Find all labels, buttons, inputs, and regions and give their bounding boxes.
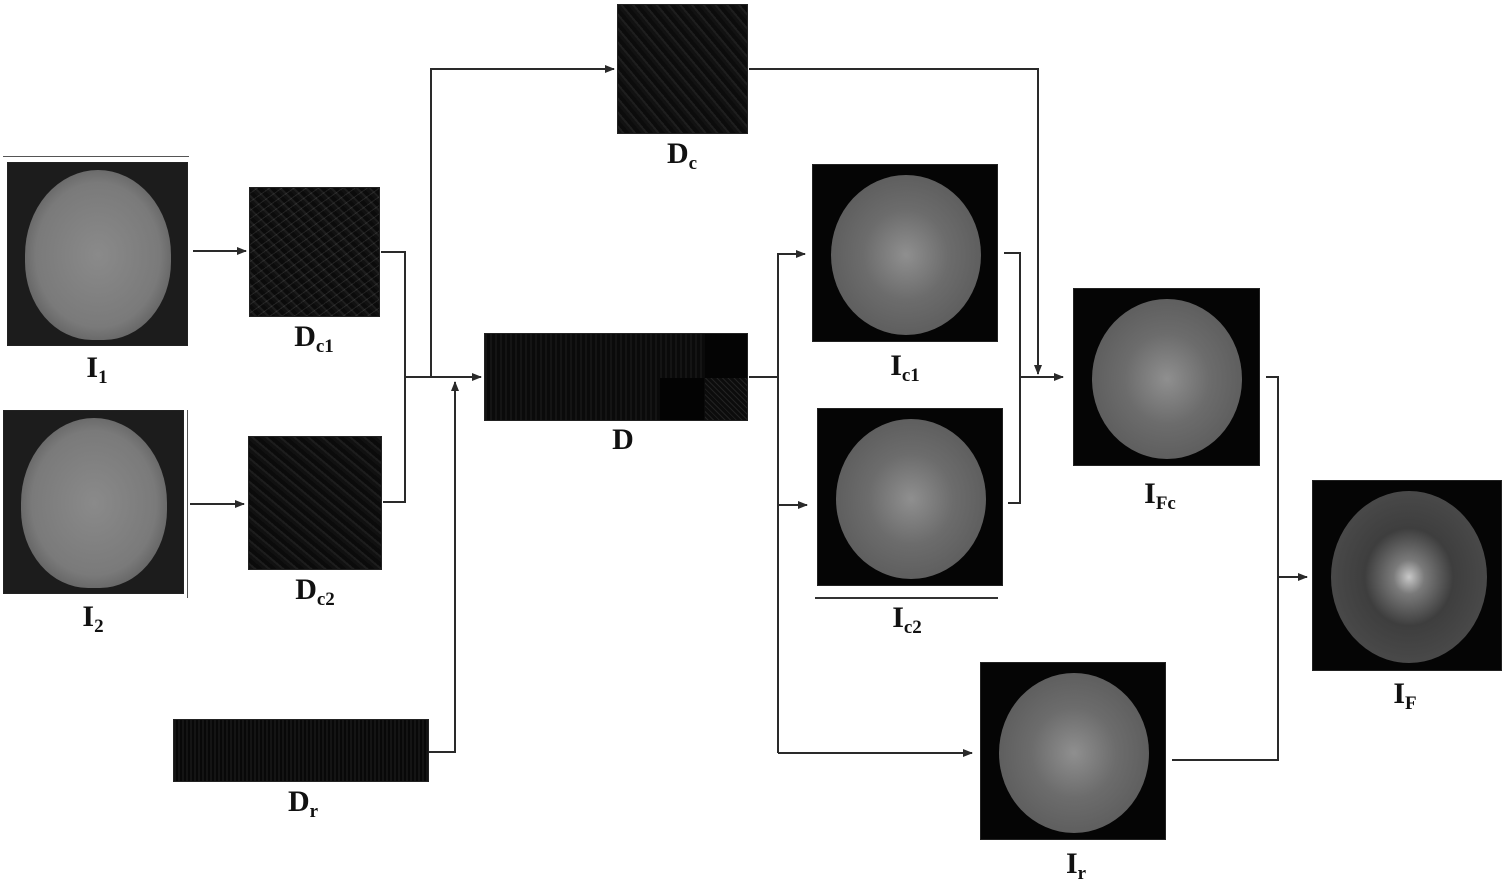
rule-above-i1 [3,156,189,157]
brain-scan-if [1331,491,1487,663]
image-ic1 [812,164,998,342]
brain-scan-ir [999,673,1149,833]
brain-scan-ic2 [836,419,986,579]
dictionary-dr [173,719,429,782]
edge-out-bracket [1172,376,1279,761]
label-dc: Dc [666,137,698,175]
edge-ic-bracket [1004,252,1021,504]
dictionary-dc2 [248,436,382,570]
label-ifc: IFc [1144,477,1176,515]
label-dc1: Dc1 [294,320,334,358]
label-ic1: Ic1 [890,349,920,387]
image-if [1312,480,1502,671]
label-dc2: Dc2 [295,573,335,611]
dictionary-dc [617,4,748,134]
label-dr: Dr [287,785,319,823]
label-i2: I2 [82,600,104,638]
image-ifc [1073,288,1260,466]
image-ir [980,662,1166,840]
rule-right-i2 [187,410,188,598]
image-ic2 [817,408,1003,586]
label-ir: Ir [1065,847,1087,885]
edge-dr-d [429,381,459,753]
label-if: IF [1393,677,1417,715]
edge-dc-bracket [381,251,406,503]
image-i2 [3,410,184,594]
image-i1 [7,162,188,346]
label-ic2: Ic2 [892,601,922,639]
dictionary-dc1 [249,187,380,317]
rule-below-ic2 [815,597,998,599]
brain-scan-ifc [1092,299,1242,459]
edge-to-dc [430,65,615,377]
edge-d-ic1 [777,250,806,753]
combined-dictionary-d [484,333,748,421]
brain-scan-i1 [25,170,171,340]
brain-scan-i2 [21,418,167,588]
label-i1: I1 [86,351,108,389]
brain-scan-ic1 [831,175,981,335]
edge-dc-ifc [749,68,1042,375]
label-d: D [612,423,634,456]
